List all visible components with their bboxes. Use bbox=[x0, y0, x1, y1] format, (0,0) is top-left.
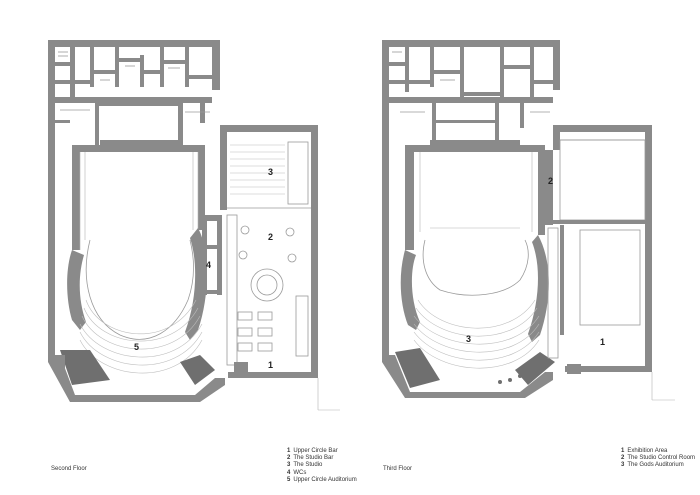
second-floor-plan: 1 2 3 4 5 bbox=[48, 40, 340, 411]
third-floor-room-2-number: 2 bbox=[548, 176, 553, 186]
third-floor-stage bbox=[405, 140, 545, 250]
third-floor-plan: 1 2 3 bbox=[382, 40, 675, 401]
second-floor-room-5-number: 5 bbox=[134, 342, 139, 352]
third-floor-room-1-number: 1 bbox=[600, 337, 605, 347]
second-floor-stage bbox=[72, 140, 205, 250]
third-floor-caption: Third Floor bbox=[383, 466, 413, 472]
second-floor-caption: Second Floor bbox=[51, 466, 87, 472]
third-floor-auditorium bbox=[395, 235, 555, 388]
second-floor-room-3-number: 3 bbox=[268, 167, 273, 177]
second-floor-room-1-number: 1 bbox=[268, 360, 273, 370]
third-floor-room-3-number: 3 bbox=[466, 334, 471, 344]
second-floor-room-2-number: 2 bbox=[268, 232, 273, 242]
second-floor-auditorium bbox=[60, 228, 215, 385]
third-floor-service-rooms bbox=[389, 47, 553, 143]
second-floor-service-rooms bbox=[55, 47, 212, 145]
third-floor-exhibition bbox=[545, 139, 675, 401]
second-floor-studio bbox=[202, 141, 340, 411]
second-floor-room-4-number: 4 bbox=[206, 260, 211, 270]
